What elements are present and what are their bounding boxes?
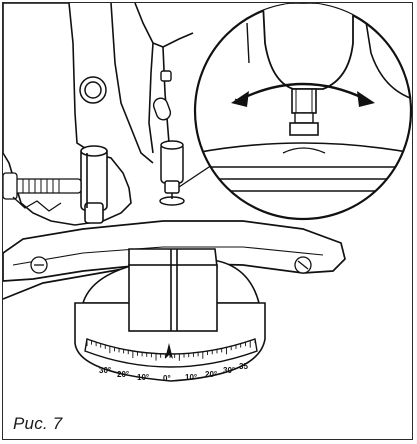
- base-screw-right: [294, 256, 312, 274]
- figure-caption: Рис. 7: [13, 414, 63, 433]
- scale-pointer: [165, 343, 173, 359]
- threaded-rod: [3, 172, 82, 212]
- rotation-arrow-icon: [231, 82, 375, 107]
- bevel-block: [128, 248, 218, 332]
- scale-label-zero: 0°: [163, 374, 171, 383]
- scale-label-left-20: 20°: [117, 370, 129, 379]
- scale-label-right-30: 30°: [223, 366, 235, 375]
- clamp-cylinder: [80, 145, 108, 224]
- bevel-lock-bolt: [159, 140, 185, 206]
- scale-label-left-30: 30°: [99, 366, 111, 375]
- base-screw-left: [30, 256, 48, 274]
- detail-magnifier: [193, 3, 412, 221]
- scale-label-left-10: 10°: [137, 373, 149, 382]
- scale-label-right-35: 35: [239, 362, 248, 371]
- figure-frame: 30° 20° 10° 0° 10° 20° 30° 35: [2, 2, 413, 440]
- scale-label-right-20: 20°: [205, 370, 217, 379]
- arm-knob: [79, 76, 107, 104]
- arm-slot: [152, 70, 172, 121]
- bevel-scale: [84, 338, 258, 368]
- leader-line: [178, 162, 216, 188]
- scale-label-right-10: 10°: [185, 373, 197, 382]
- scale-labels: 30° 20° 10° 0° 10° 20° 30° 35: [99, 362, 248, 383]
- miter-saw-bevel-illustration: 30° 20° 10° 0° 10° 20° 30° 35: [3, 3, 412, 383]
